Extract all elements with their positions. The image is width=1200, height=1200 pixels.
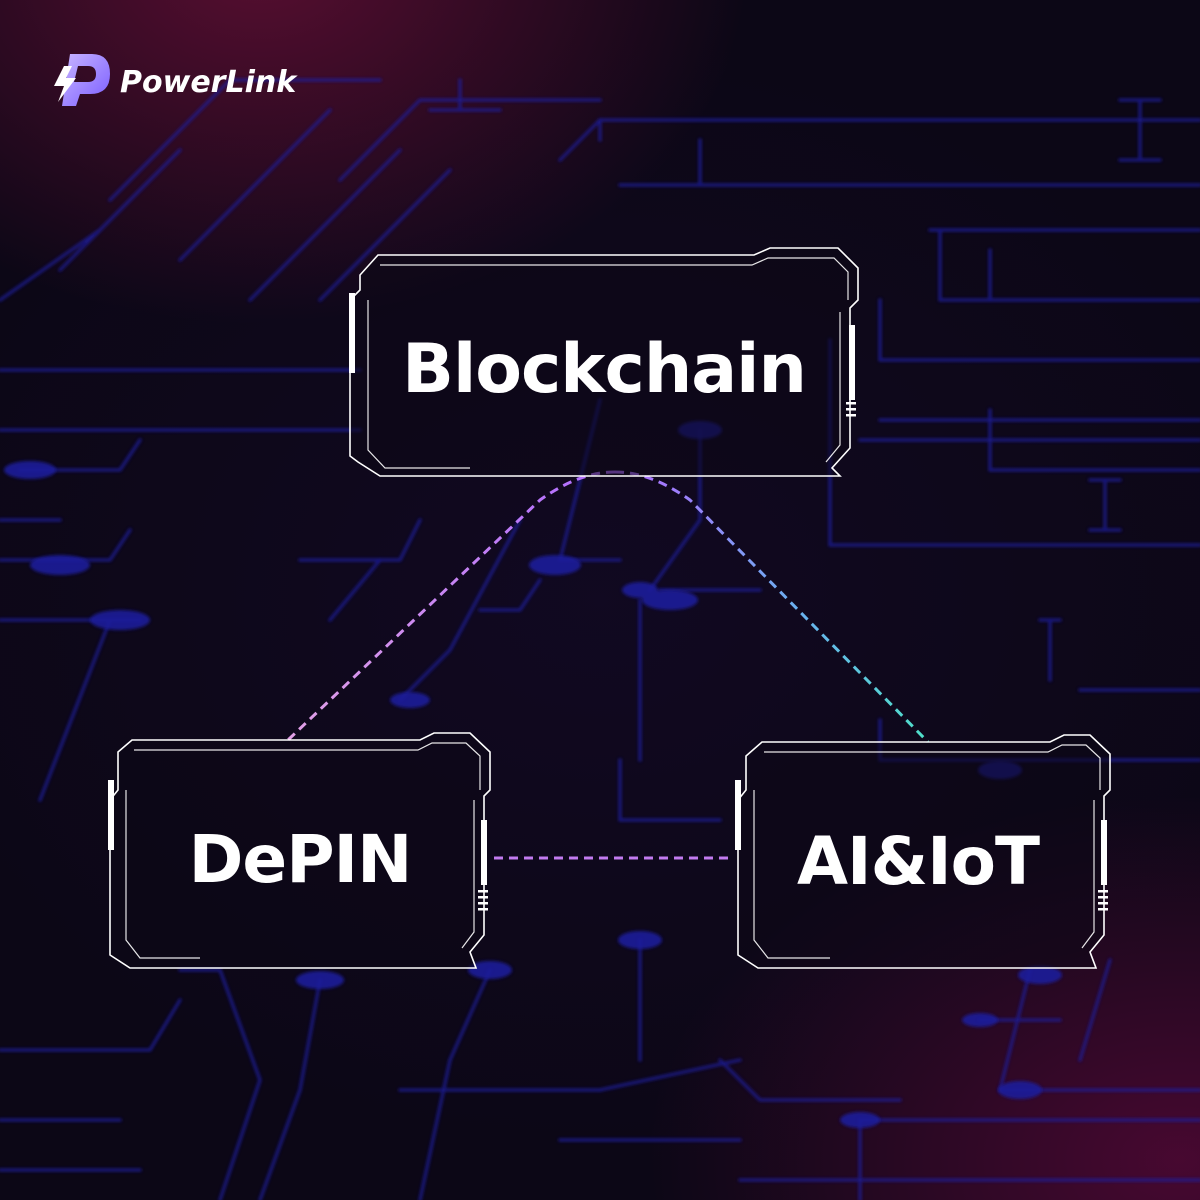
node-depin-vent xyxy=(478,890,488,911)
node-aiiot-frame xyxy=(737,734,1111,969)
node-blockchain-vent xyxy=(846,402,856,417)
node-blockchain-label: Blockchain xyxy=(402,330,806,409)
node-aiiot-inner-frame xyxy=(753,744,1101,959)
node-blockchain-inner-frame xyxy=(367,257,849,469)
node-depin-accent-left xyxy=(108,780,114,850)
node-blockchain: Blockchain xyxy=(349,247,859,477)
brand-name: PowerLink xyxy=(120,65,298,100)
node-depin: DePIN xyxy=(108,732,491,969)
node-aiiot-accent-left xyxy=(735,780,741,850)
node-blockchain-accent-left xyxy=(349,293,355,373)
node-depin-label: DePIN xyxy=(189,821,412,898)
node-depin-accent-right xyxy=(481,820,487,885)
node-blockchain-accent-right xyxy=(849,325,855,400)
brand-logo: PowerLink xyxy=(54,54,298,106)
link-blockchain-aiiot xyxy=(614,470,930,744)
node-aiiot-vent xyxy=(1098,890,1108,911)
node-aiiot-accent-right xyxy=(1101,820,1107,885)
node-aiiot: AI&IoT xyxy=(735,734,1111,969)
link-blockchain-depin xyxy=(286,470,616,742)
node-depin-inner-frame xyxy=(125,742,481,959)
node-aiiot-label: AI&IoT xyxy=(797,823,1040,900)
bolt-p-icon xyxy=(54,54,110,106)
